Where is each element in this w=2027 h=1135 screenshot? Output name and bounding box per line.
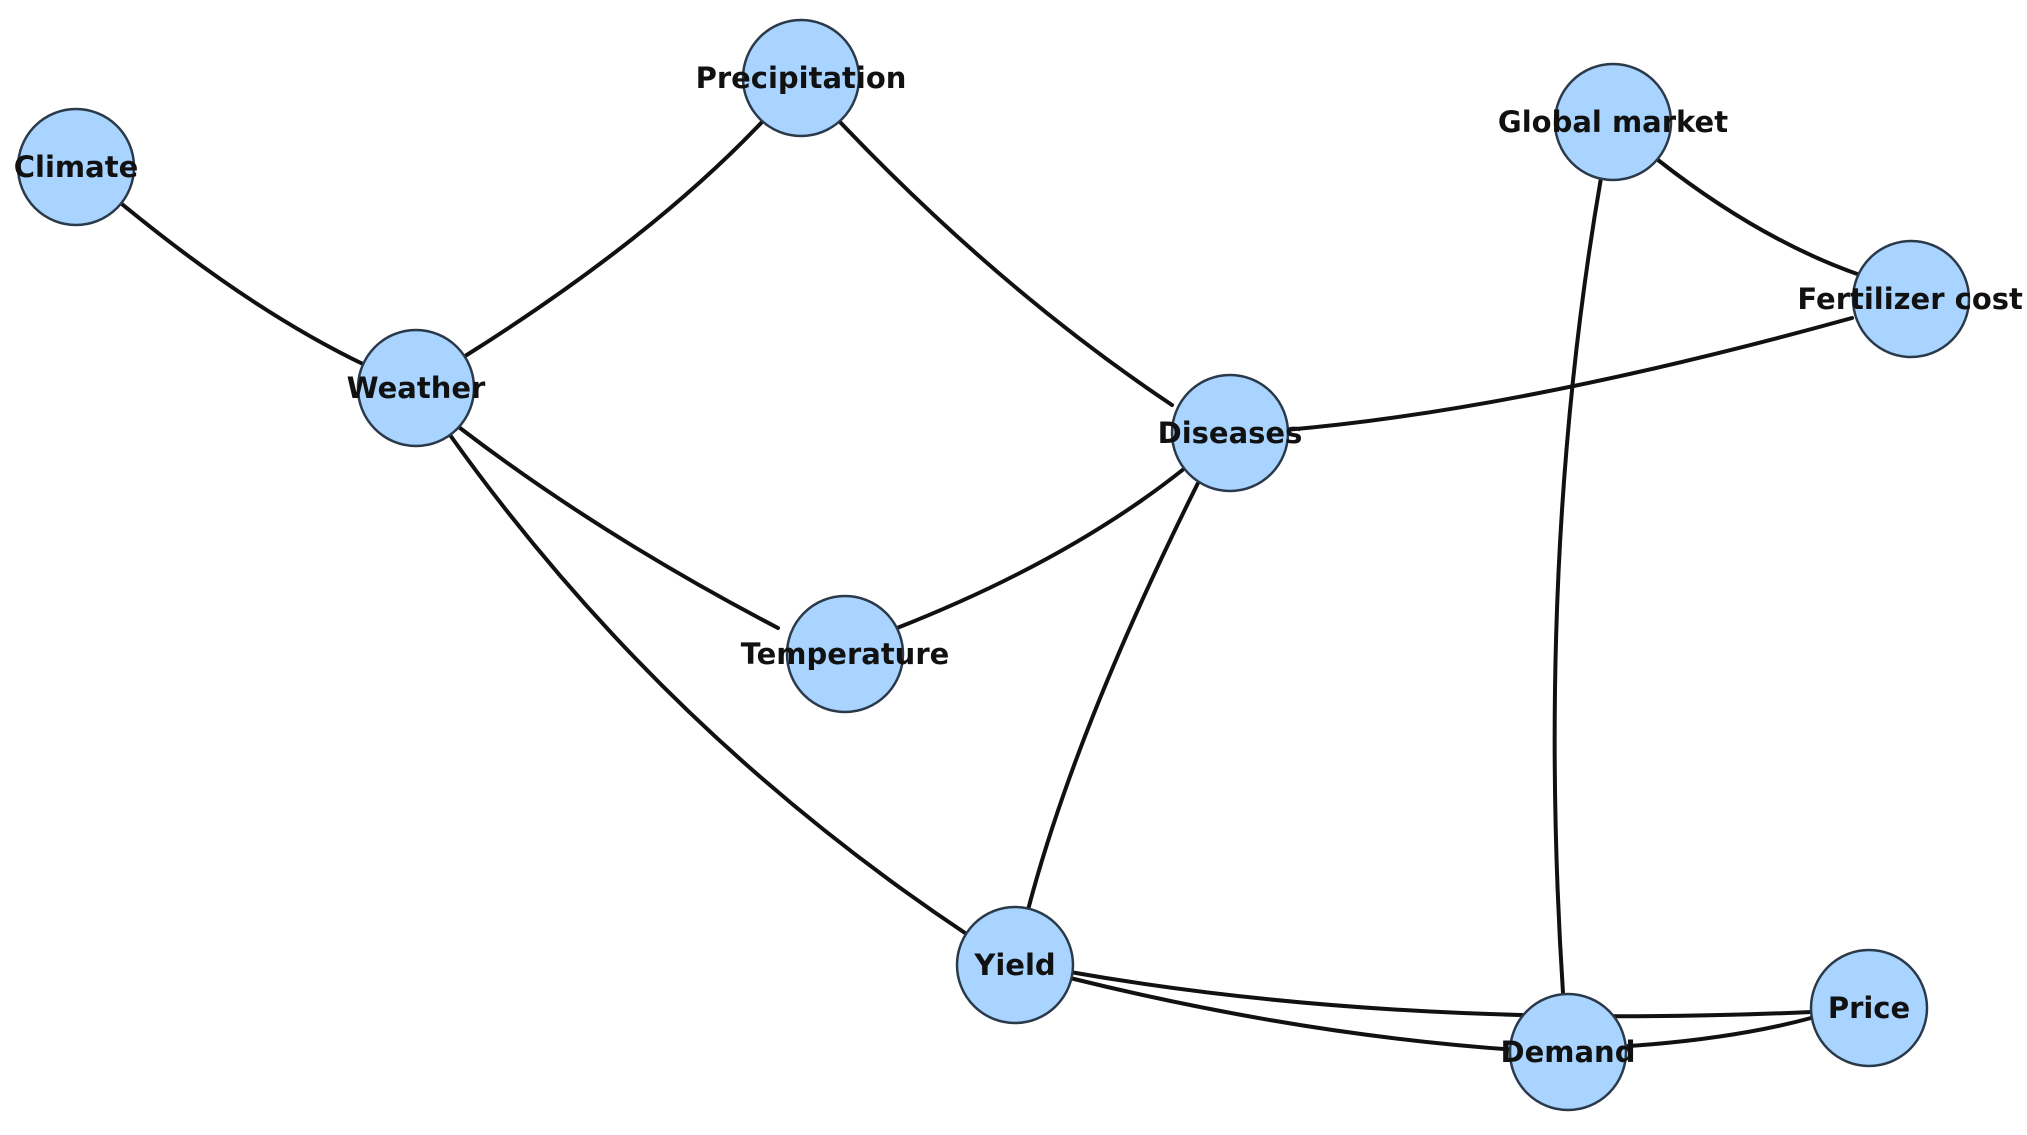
edge-weather-temperature: [458, 426, 780, 630]
edge-global-market-fertilizer-cost: [1656, 158, 1862, 277]
node-circle: [16, 107, 136, 227]
node-weather: Weather: [347, 328, 486, 448]
node-circle: [1508, 992, 1628, 1112]
node-circle: [741, 18, 861, 138]
node-diseases: Diseases: [1158, 373, 1303, 493]
node-circle: [785, 594, 905, 714]
node-label: Diseases: [1158, 416, 1303, 450]
node-circle: [356, 328, 476, 448]
node-label: Fertilizer cost: [1797, 282, 2023, 316]
node-label: Precipitation: [696, 61, 907, 95]
edge-diseases-fertilizer-cost: [1283, 316, 1854, 432]
node-yield: Yield: [955, 905, 1075, 1025]
node-label: Temperature: [741, 637, 950, 671]
edge-diseases-yield: [1026, 481, 1200, 912]
edge-weather-yield: [448, 433, 970, 937]
node-circle: [955, 905, 1075, 1025]
edge-yield-price: [1068, 970, 1813, 1019]
node-label: Price: [1828, 991, 1910, 1025]
node-label: Climate: [14, 150, 138, 184]
node-climate: Climate: [14, 107, 138, 227]
node-fertilizer-cost: Fertilizer cost: [1797, 239, 2023, 359]
node-circle: [1851, 239, 1971, 359]
node-demand: Demand: [1501, 992, 1636, 1112]
node-circle: [1170, 373, 1290, 493]
node-circle: [1553, 62, 1673, 182]
node-temperature: Temperature: [741, 594, 950, 714]
node-label: Global market: [1498, 105, 1728, 139]
node-label: Yield: [973, 948, 1055, 982]
node-label: Demand: [1501, 1035, 1636, 1069]
node-precipitation: Precipitation: [696, 18, 907, 138]
edges-layer: [115, 120, 1862, 1052]
edge-temperature-diseases: [895, 466, 1187, 630]
node-circle: [1809, 948, 1929, 1068]
edge-demand-price: [1613, 1016, 1813, 1049]
edge-global-market-demand: [1552, 176, 1603, 995]
edge-yield-demand: [1068, 976, 1519, 1052]
edge-precipitation-diseases: [838, 120, 1174, 407]
node-label: Weather: [347, 371, 486, 405]
edge-climate-weather: [115, 198, 367, 367]
node-price: Price: [1809, 948, 1929, 1068]
edge-weather-precipitation: [460, 120, 764, 360]
node-global-market: Global market: [1498, 62, 1728, 182]
